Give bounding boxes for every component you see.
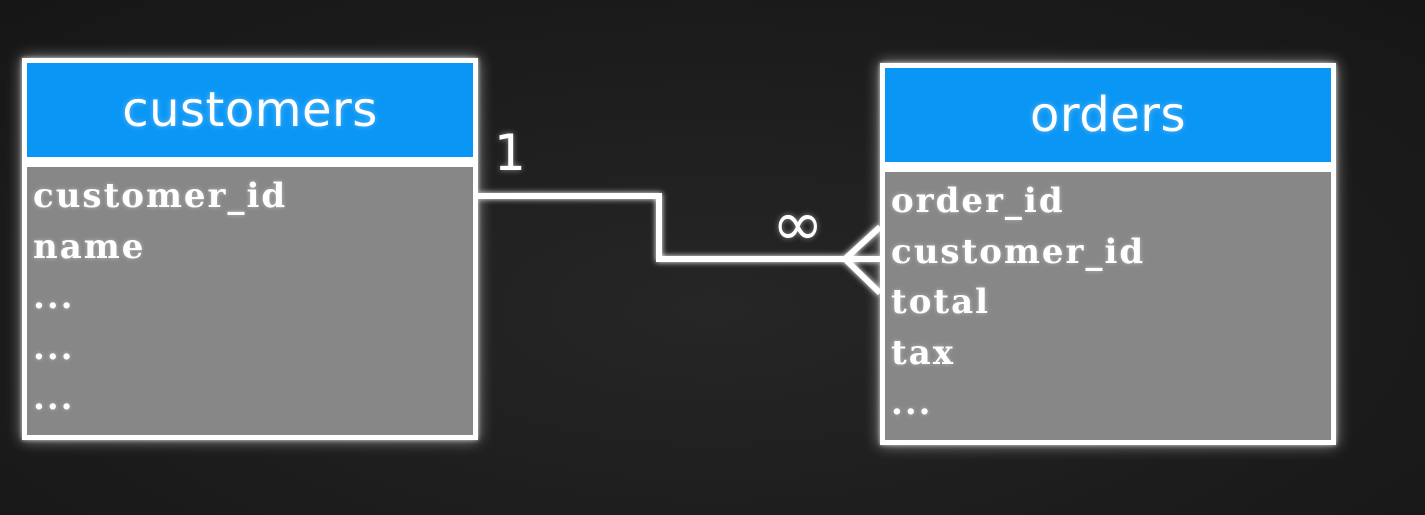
orders-field: tax bbox=[891, 332, 956, 373]
customers-table-title: customers bbox=[27, 63, 473, 157]
orders-field: order_id bbox=[891, 181, 1065, 221]
orders-table-title: orders bbox=[885, 68, 1331, 162]
customers-field-list: customer_id name ... ... ... bbox=[27, 167, 473, 435]
orders-field: total bbox=[891, 282, 991, 322]
customers-table[interactable]: customers customer_id name ... ... ... bbox=[22, 58, 478, 440]
customers-field: customer_id bbox=[33, 176, 288, 216]
crows-foot-lower bbox=[842, 256, 883, 296]
customers-field: name bbox=[33, 226, 146, 267]
many-cardinality-label: ∞ bbox=[772, 187, 824, 260]
customers-field: ... bbox=[33, 378, 75, 418]
orders-field-list: order_id customer_id total tax ... bbox=[885, 172, 1331, 440]
crows-foot-upper bbox=[842, 224, 883, 262]
customers-field: ... bbox=[33, 327, 75, 368]
orders-field: customer_id bbox=[891, 231, 1146, 272]
one-cardinality-label: 1 bbox=[494, 124, 526, 182]
orders-field: ... bbox=[891, 383, 933, 423]
customers-field: ... bbox=[33, 277, 75, 317]
orders-table[interactable]: orders order_id customer_id total tax ..… bbox=[880, 63, 1336, 445]
